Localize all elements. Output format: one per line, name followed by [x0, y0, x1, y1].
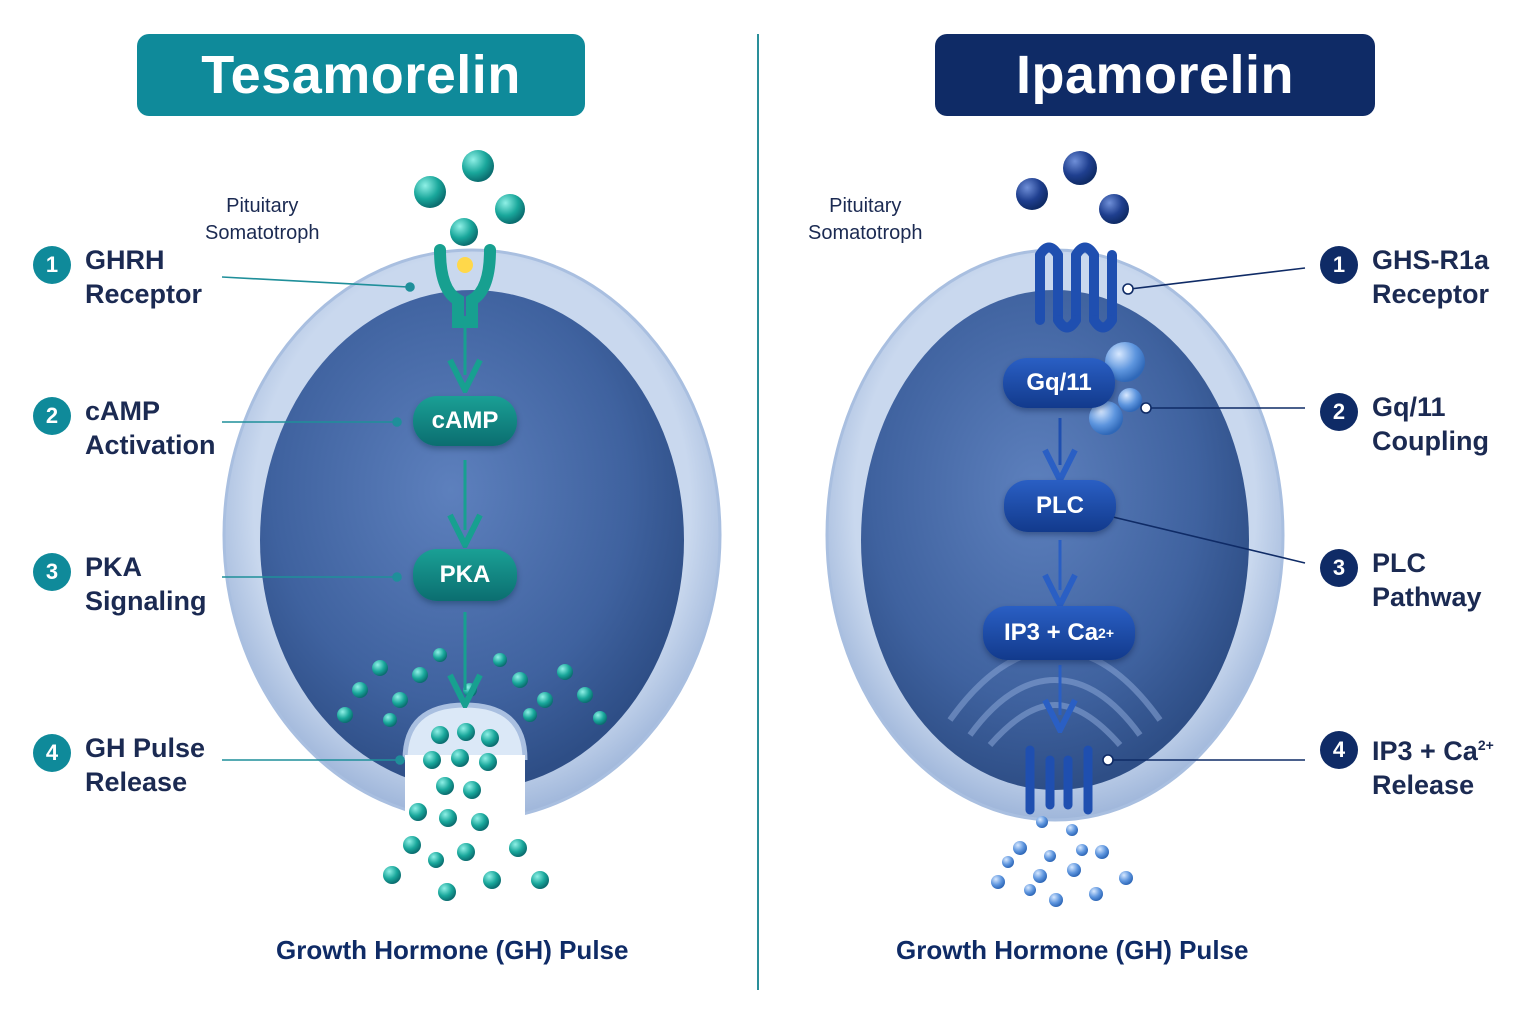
- left-step-4: 4 GH Pulse Release: [33, 731, 205, 799]
- superscript-charge: 2+: [1477, 737, 1494, 753]
- step-number-badge: 4: [33, 734, 71, 772]
- tesamorelin-title: Tesamorelin: [137, 34, 585, 116]
- left-cell-label-line1: Pituitary: [226, 195, 299, 217]
- left-step-3: 3 PKA Signaling: [33, 550, 207, 618]
- camp-pill: cAMP: [413, 396, 517, 446]
- step-label-line1: GHS-R1a: [1372, 245, 1490, 275]
- step-label: GH Pulse Release: [85, 731, 205, 799]
- left-cell-label: Pituitary Somatotroph: [205, 193, 320, 247]
- left-gh-particles: [383, 723, 549, 901]
- step-label-line2: Release: [1372, 770, 1475, 800]
- step-label-line1: IP3 + Ca2+: [1372, 728, 1494, 768]
- step-number-badge: 3: [33, 553, 71, 591]
- step-number-badge: 1: [1320, 246, 1358, 284]
- right-step-2: 2 Gq/11 Coupling: [1320, 390, 1489, 458]
- step-label: Gq/11 Coupling: [1372, 390, 1489, 458]
- right-cell: [825, 151, 1306, 907]
- ghs-r1a-receptor-icon: [1035, 242, 1117, 333]
- right-step-4: 4 IP3 + Ca2+ Release: [1320, 728, 1494, 802]
- left-cell: [221, 150, 722, 901]
- ghrh-receptor-icon: [434, 244, 496, 328]
- right-step-3: 3 PLC Pathway: [1320, 546, 1482, 614]
- step-number-badge: 4: [1320, 731, 1358, 769]
- right-leader-lines: [1102, 267, 1306, 766]
- step-label-line1: cAMP: [85, 396, 161, 426]
- right-cell-label-line2: Somatotroph: [808, 222, 923, 244]
- right-ligand-molecules: [1016, 151, 1129, 224]
- step-number-badge: 2: [1320, 393, 1358, 431]
- pka-pill: PKA: [413, 549, 517, 601]
- step-label-text: IP3 + Ca: [1372, 736, 1478, 766]
- left-step-1: 1 GHRH Receptor: [33, 243, 202, 311]
- step-label: IP3 + Ca2+ Release: [1372, 728, 1494, 802]
- right-step-1: 1 GHS-R1a Receptor: [1320, 243, 1489, 311]
- step-label-line2: Release: [85, 767, 188, 797]
- step-label-line2: Receptor: [85, 279, 203, 309]
- step-number-badge: 1: [33, 246, 71, 284]
- step-label: GHS-R1a Receptor: [1372, 243, 1489, 311]
- left-ligand-molecules: [414, 150, 525, 246]
- step-label-line1: PKA: [85, 552, 143, 582]
- step-label-line1: Gq/11: [1372, 392, 1446, 422]
- step-label-line2: Pathway: [1372, 582, 1482, 612]
- step-label-line2: Coupling: [1372, 426, 1489, 456]
- plc-pill: PLC: [1004, 480, 1116, 532]
- right-caption: Growth Hormone (GH) Pulse: [896, 935, 1249, 965]
- step-label-line1: PLC: [1372, 548, 1426, 578]
- pill-text: IP3 + Ca: [1003, 619, 1099, 646]
- left-vesicles: [337, 648, 607, 727]
- step-label: PKA Signaling: [85, 550, 207, 618]
- left-step-2: 2 cAMP Activation: [33, 394, 216, 462]
- gq11-pill: Gq/11: [1003, 358, 1115, 408]
- left-leader-lines: [221, 276, 415, 765]
- right-cell-label-line1: Pituitary: [829, 195, 902, 217]
- step-label-line1: GH Pulse: [85, 733, 206, 763]
- left-cell-label-line2: Somatotroph: [205, 222, 320, 244]
- gq11-subunits: [1089, 342, 1145, 435]
- step-number-badge: 3: [1320, 549, 1358, 587]
- step-label: GHRH Receptor: [85, 243, 202, 311]
- step-number-badge: 2: [33, 397, 71, 435]
- step-label: cAMP Activation: [85, 394, 216, 462]
- right-cell-label: Pituitary Somatotroph: [808, 193, 923, 247]
- release-channel-icon: [1025, 745, 1093, 815]
- step-label-line1: GHRH: [85, 245, 165, 275]
- step-label-line2: Receptor: [1372, 279, 1490, 309]
- left-caption: Growth Hormone (GH) Pulse: [276, 935, 629, 965]
- step-label-line2: Signaling: [85, 586, 207, 616]
- ipamorelin-title: Ipamorelin: [935, 34, 1375, 116]
- step-label: PLC Pathway: [1372, 546, 1482, 614]
- step-label-line2: Activation: [85, 430, 216, 460]
- superscript-charge: 2+: [1098, 625, 1115, 641]
- right-gh-particles: [991, 816, 1133, 907]
